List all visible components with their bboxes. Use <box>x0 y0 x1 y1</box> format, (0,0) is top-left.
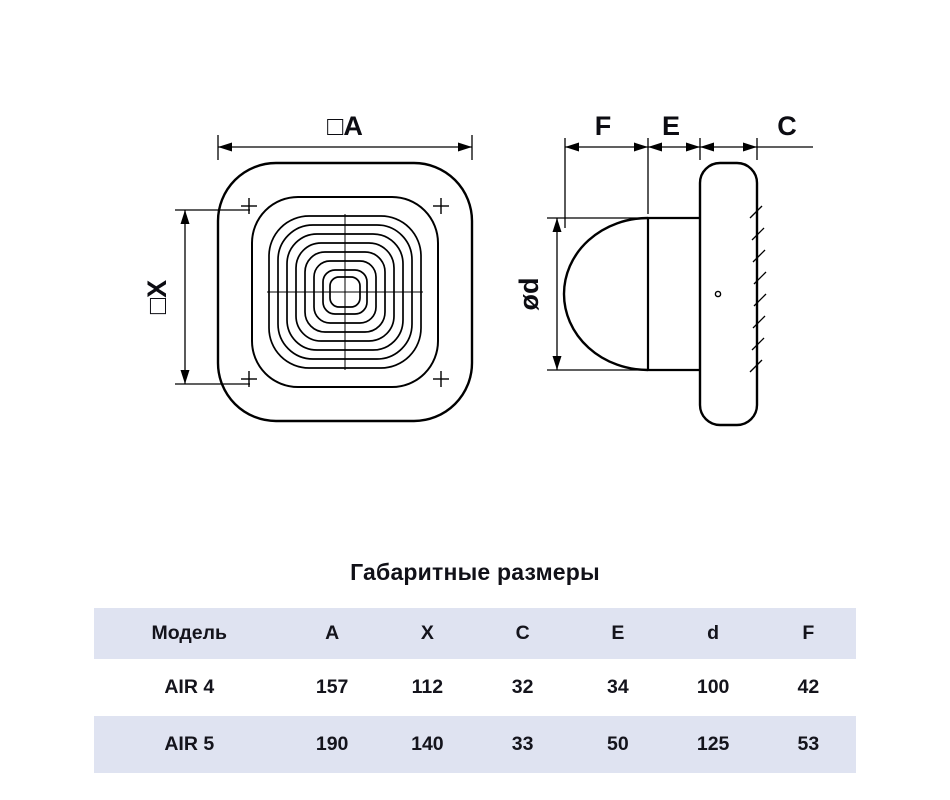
dim-e-label: E <box>662 111 680 141</box>
arrowhead <box>686 142 700 152</box>
value-f: 53 <box>797 733 820 755</box>
col-header-d: d <box>707 622 720 644</box>
dim-x-label: □X <box>142 280 172 314</box>
arrowhead <box>180 370 190 384</box>
dim-f-label: F <box>595 111 612 141</box>
arrowhead <box>648 142 662 152</box>
dimension-x: □X <box>142 209 250 385</box>
model-name: AIR 5 <box>164 733 215 755</box>
table-title: Габаритные размеры <box>350 559 600 585</box>
col-header-f: F <box>802 622 815 644</box>
value-x: 112 <box>411 676 444 698</box>
value-c: 32 <box>511 676 534 698</box>
arrowhead <box>565 142 579 152</box>
dim-d-label: ød <box>514 278 544 311</box>
col-header-a: A <box>325 622 340 644</box>
value-a: 190 <box>315 733 349 755</box>
dim-c-label: C <box>777 111 797 141</box>
arrowhead <box>458 142 472 152</box>
value-f: 42 <box>797 676 820 698</box>
value-d: 125 <box>696 733 730 755</box>
model-name: AIR 4 <box>164 676 215 698</box>
value-d: 100 <box>696 676 730 698</box>
dimension-c: C <box>700 111 813 160</box>
value-c: 33 <box>511 733 534 755</box>
dimensions-table: Модель A X C E d F AIR 4 157 112 32 34 1… <box>94 608 856 773</box>
arrowhead <box>218 142 232 152</box>
side-back-plate <box>698 161 759 427</box>
arrowhead <box>634 142 648 152</box>
side-dome <box>562 216 649 372</box>
front-view <box>216 161 474 423</box>
col-header-c: C <box>515 622 530 644</box>
table-header-row: Модель A X C E d F <box>94 608 856 659</box>
arrowhead <box>552 218 562 232</box>
dimension-a: □A <box>217 111 473 160</box>
col-header-model: Модель <box>151 622 228 644</box>
arrowhead <box>552 356 562 370</box>
dimension-d: ød <box>514 217 643 371</box>
table-row-air5: AIR 5 190 140 33 50 125 53 <box>94 716 856 773</box>
dim-a-label: □A <box>327 111 363 141</box>
side-body <box>646 216 700 372</box>
technical-drawing-area: □A □X <box>142 111 813 427</box>
front-inner-panel <box>251 196 439 388</box>
dimension-f: F <box>564 111 649 228</box>
front-centerlines <box>267 214 423 370</box>
col-header-e: E <box>611 622 625 644</box>
value-x: 140 <box>411 733 444 755</box>
arrowhead <box>180 210 190 224</box>
col-header-x: X <box>420 622 434 644</box>
plate-screw-dot <box>714 290 722 298</box>
value-a: 157 <box>315 676 349 698</box>
arrowhead <box>700 142 714 152</box>
value-e: 50 <box>607 733 629 755</box>
side-view <box>562 161 767 427</box>
arrowhead <box>743 142 757 152</box>
plate-edge-ticks <box>749 205 767 373</box>
technical-drawing: □A □X <box>142 111 813 427</box>
dimension-e: E <box>648 111 701 160</box>
table-row-air4: AIR 4 157 112 32 34 100 42 <box>94 659 856 716</box>
value-e: 34 <box>607 676 629 698</box>
grille-rings <box>268 215 422 369</box>
